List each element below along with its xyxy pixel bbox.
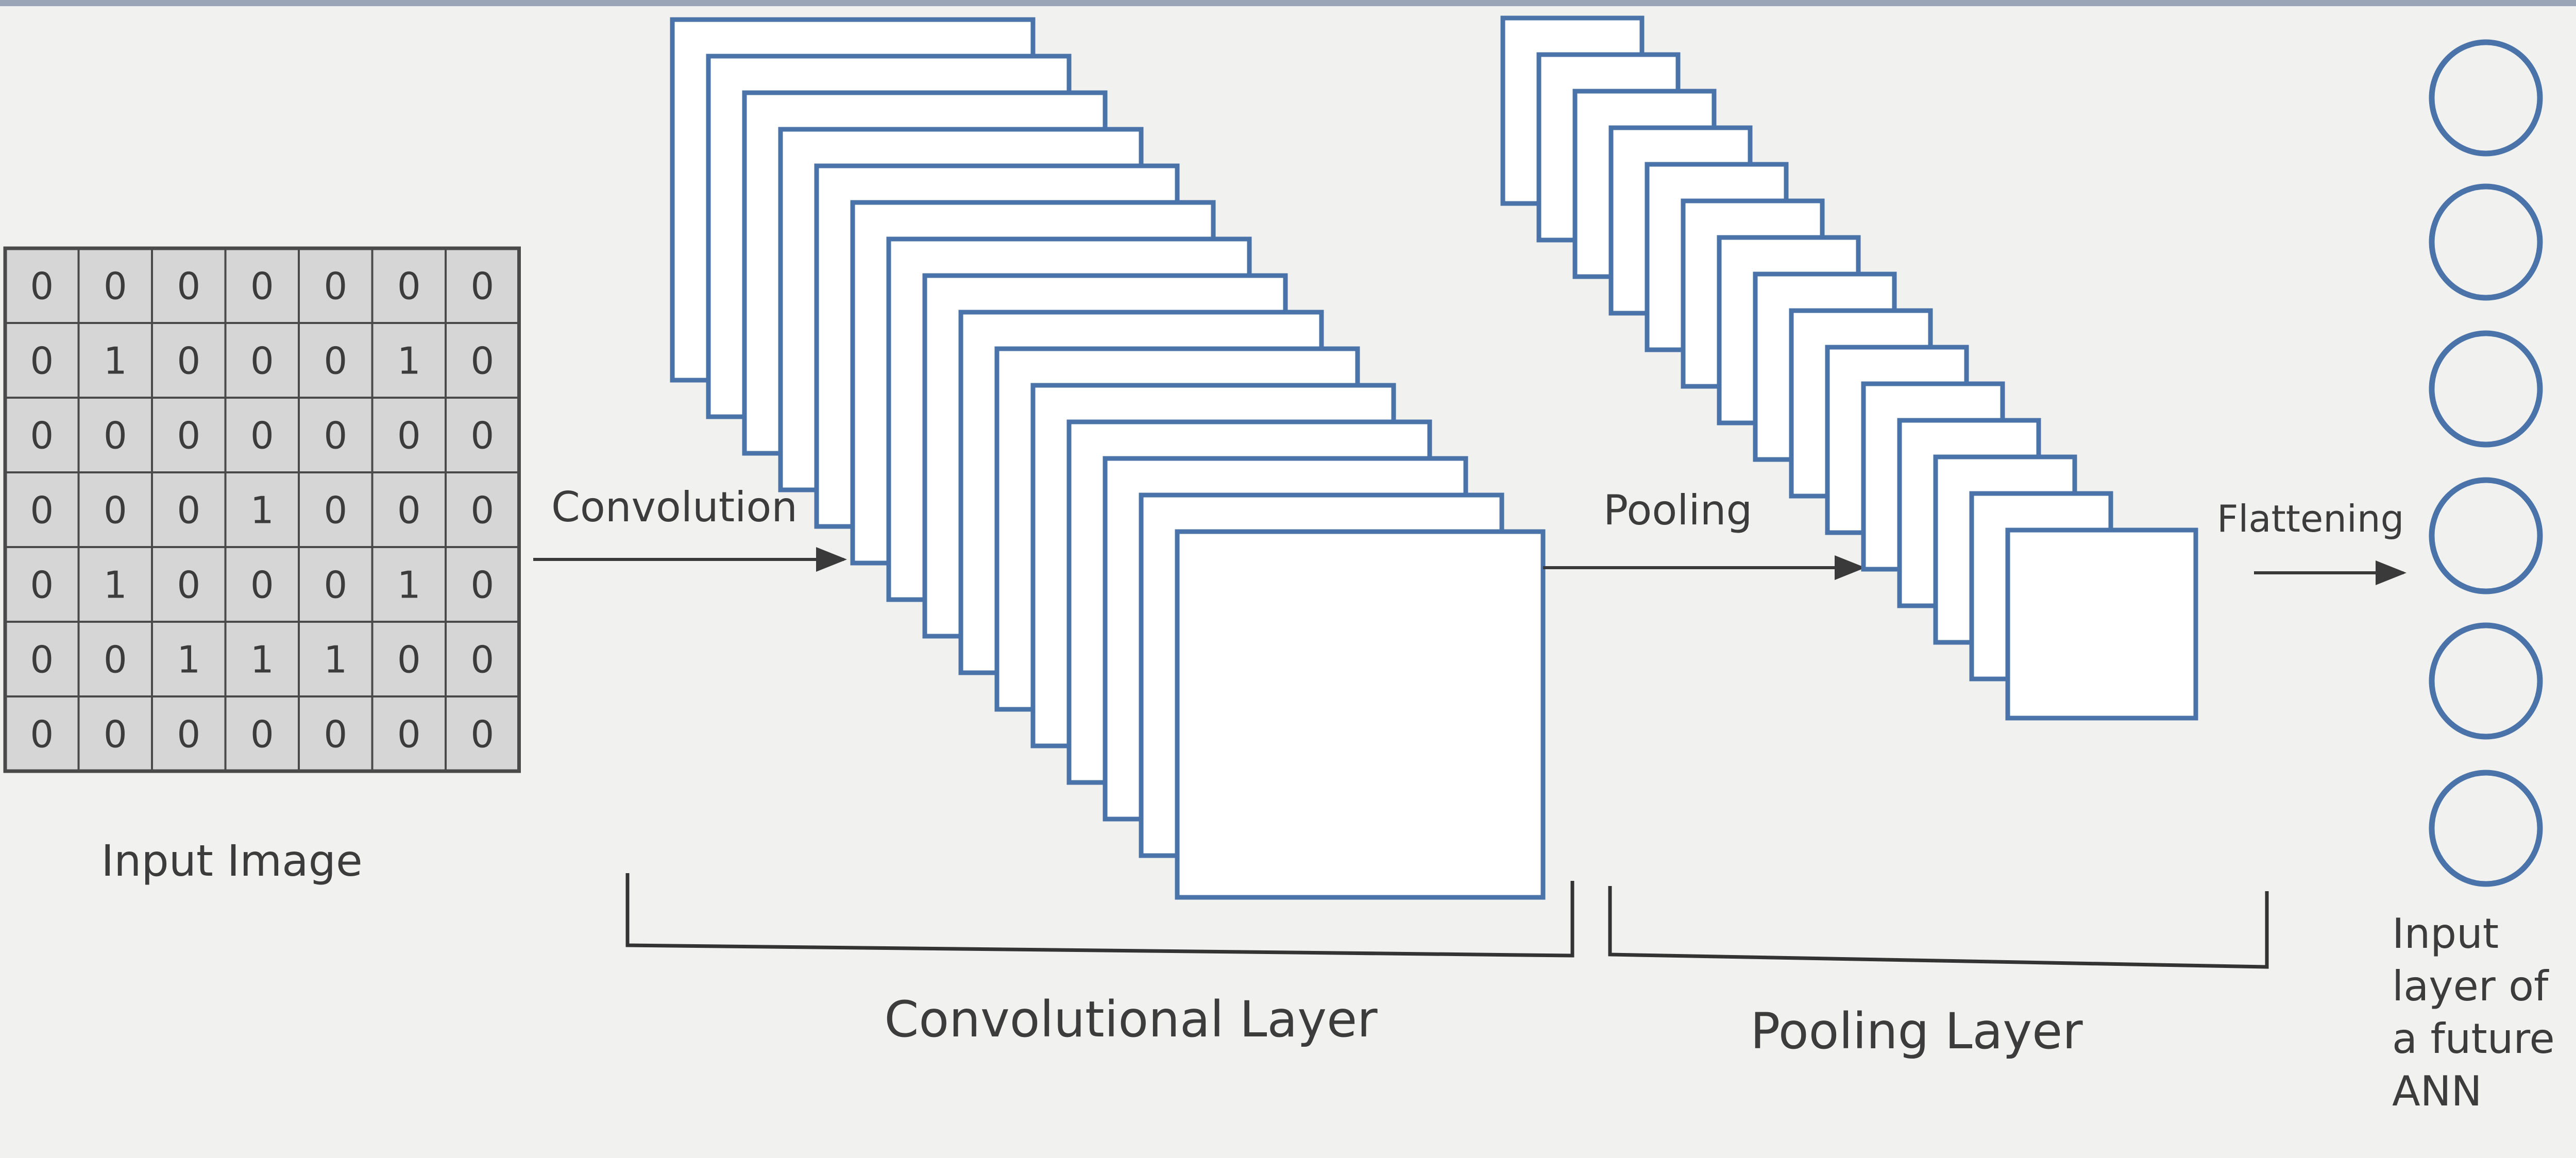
input-grid-value: 1 <box>397 564 421 607</box>
input-grid-value: 0 <box>397 414 421 457</box>
input-grid-value: 0 <box>30 713 54 756</box>
input-grid-value: 0 <box>177 489 200 532</box>
input-grid-frame <box>3 246 521 773</box>
flattening-label: Flattening <box>2217 497 2404 540</box>
input-grid-value: 0 <box>250 414 274 457</box>
convolutional-feature-maps <box>670 17 1546 900</box>
input-grid-value: 0 <box>30 265 54 308</box>
input-grid-value: 0 <box>397 265 421 308</box>
input-grid-value: 0 <box>324 564 347 607</box>
pooling-label: Pooling <box>1603 486 1752 534</box>
input-grid-value: 0 <box>470 713 494 756</box>
input-grid-value: 1 <box>397 339 421 383</box>
input-grid-value: 1 <box>250 638 274 682</box>
input-grid-value: 1 <box>104 339 127 383</box>
input-grid-value: 0 <box>250 713 274 756</box>
input-grid-value: 0 <box>250 564 274 607</box>
input-grid-value: 1 <box>104 564 127 607</box>
input-grid-value: 0 <box>470 339 494 383</box>
input-grid-value: 0 <box>104 489 127 532</box>
input-grid-value: 0 <box>470 489 494 532</box>
input-grid-value: 0 <box>177 564 200 607</box>
ann-input-layer-label-line: a future <box>2392 1015 2555 1063</box>
input-grid-value: 0 <box>250 265 274 308</box>
ann-input-neuron <box>2429 770 2543 887</box>
input-grid-value: 0 <box>177 265 200 308</box>
input-grid-value: 0 <box>30 638 54 682</box>
pooling-layer-bracket <box>1608 886 2269 969</box>
ann-input-neuron <box>2429 183 2543 301</box>
ann-input-layer-label-line: layer of <box>2392 962 2549 1010</box>
input-grid-value: 0 <box>30 489 54 532</box>
input-grid-value: 0 <box>324 339 347 383</box>
input-grid-value: 0 <box>470 414 494 457</box>
input-grid-value: 0 <box>104 638 127 682</box>
convolutional-layer-label: Convolutional Layer <box>884 991 1378 1048</box>
ann-input-layer-label-line: ANN <box>2392 1067 2482 1115</box>
input-grid-value: 0 <box>104 265 127 308</box>
ann-input-neuron <box>2429 330 2543 448</box>
input-grid-value: 0 <box>177 339 200 383</box>
input-grid-value: 0 <box>324 713 347 756</box>
input-grid-value: 1 <box>324 638 347 682</box>
input-image-label: Input Image <box>101 836 362 886</box>
pooling-layer-label: Pooling Layer <box>1750 1002 2083 1060</box>
input-grid-value: 0 <box>397 713 421 756</box>
ann-input-layer-label-line: Input <box>2392 910 2499 958</box>
input-grid-cell <box>445 695 520 772</box>
input-grid-value: 0 <box>104 414 127 457</box>
input-grid-value: 0 <box>324 414 347 457</box>
input-grid-value: 0 <box>397 489 421 532</box>
input-grid-value: 0 <box>324 265 347 308</box>
input-grid-value: 1 <box>250 489 274 532</box>
input-grid-value: 1 <box>177 638 200 682</box>
input-grid-value: 0 <box>470 265 494 308</box>
ann-input-neurons <box>2429 39 2543 887</box>
ann-input-neuron <box>2429 39 2543 157</box>
pooled-feature-map <box>2005 527 2198 721</box>
input-grid-value: 0 <box>177 713 200 756</box>
input-grid-value: 0 <box>30 414 54 457</box>
input-image-grid: 0 0 0 0 0 0 0 0 1 0 0 0 1 0 0 0 0 0 0 0 0 0 0 0 1 0 0 0 0 1 0 0 0 1 0 0 0 1 1 1… <box>3 246 521 773</box>
input-grid-value: 0 <box>104 713 127 756</box>
pooled-feature-maps <box>1500 15 2198 721</box>
input-grid-value: 0 <box>250 339 274 383</box>
top-edge-strip <box>0 0 2576 6</box>
input-grid-value: 0 <box>470 638 494 682</box>
ann-input-neuron <box>2429 622 2543 740</box>
convolutional-layer-bracket <box>625 873 1574 958</box>
input-grid-value: 0 <box>397 638 421 682</box>
conv-feature-map <box>1175 529 1546 900</box>
input-grid-value: 0 <box>177 414 200 457</box>
input-grid-value: 0 <box>324 489 347 532</box>
input-grid-value: 0 <box>30 564 54 607</box>
convolution-label: Convolution <box>551 483 798 531</box>
input-grid-value: 0 <box>30 339 54 383</box>
ann-input-neuron <box>2429 477 2543 594</box>
input-grid-value: 0 <box>470 564 494 607</box>
